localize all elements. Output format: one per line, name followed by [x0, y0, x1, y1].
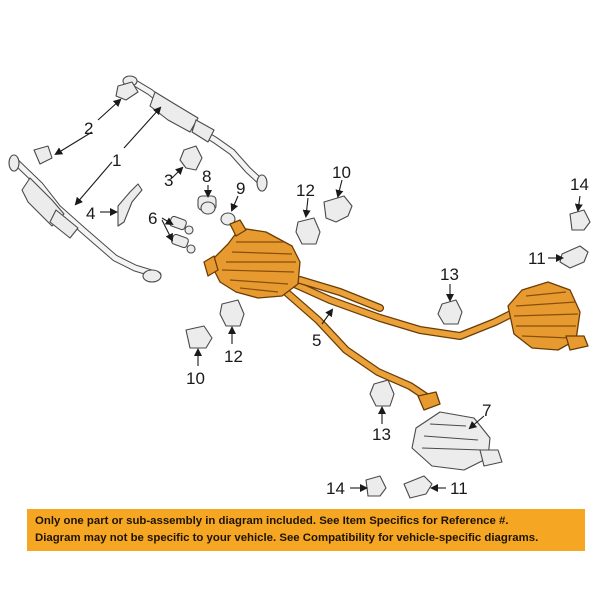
- insulator-upper: [295, 217, 321, 245]
- callout-3: 3: [164, 171, 173, 190]
- hanger-part: [179, 145, 203, 171]
- callout-8: 8: [202, 167, 211, 186]
- callout-7: 7: [482, 401, 491, 420]
- callout-1: 1: [112, 151, 121, 170]
- callout-13-upper: 13: [440, 265, 459, 284]
- callout-2: 2: [84, 119, 93, 138]
- leader-lines: [54, 98, 583, 492]
- insulator-lower: [219, 299, 245, 327]
- callout-6: 6: [148, 209, 157, 228]
- notice-line-2: Diagram may not be specific to your vehi…: [35, 532, 539, 544]
- callout-5: 5: [312, 331, 321, 350]
- gasket-bracket-parts: [33, 81, 139, 165]
- hanger-bracket-upper: [559, 245, 589, 269]
- insulator-14-upper: [569, 209, 591, 231]
- callout-13-lower: 13: [372, 425, 391, 444]
- callout-12-upper: 12: [296, 181, 315, 200]
- callout-11-upper: 11: [528, 249, 546, 268]
- callout-14-upper: 14: [570, 175, 589, 194]
- front-exhaust-pipe-assembly: [8, 75, 268, 283]
- hanger-lower: [185, 325, 213, 349]
- clamp-part: [197, 195, 217, 215]
- callout-10-lower: 10: [186, 369, 205, 388]
- insulator-13-lower: [369, 379, 395, 407]
- hanger-bracket-lower: [403, 475, 433, 499]
- notice-banner: Only one part or sub-assembly in diagram…: [27, 509, 585, 551]
- callout-9: 9: [236, 179, 245, 198]
- callout-4: 4: [86, 204, 95, 223]
- hanger-upper: [323, 195, 353, 223]
- rear-muffler-part: [411, 411, 503, 471]
- callout-11-lower: 11: [450, 479, 468, 498]
- insulator-13-upper: [437, 299, 463, 325]
- insulator-14-lower: [365, 475, 387, 497]
- highlighted-exhaust-assembly: [203, 219, 589, 411]
- gasket-ring-part: [220, 212, 236, 226]
- bolt-parts: [169, 215, 196, 254]
- callout-12-lower: 12: [224, 347, 243, 366]
- bracket-part: [117, 183, 143, 227]
- notice-line-1: Only one part or sub-assembly in diagram…: [35, 515, 509, 527]
- callout-14-lower: 14: [326, 479, 345, 498]
- callout-10-upper: 10: [332, 163, 351, 182]
